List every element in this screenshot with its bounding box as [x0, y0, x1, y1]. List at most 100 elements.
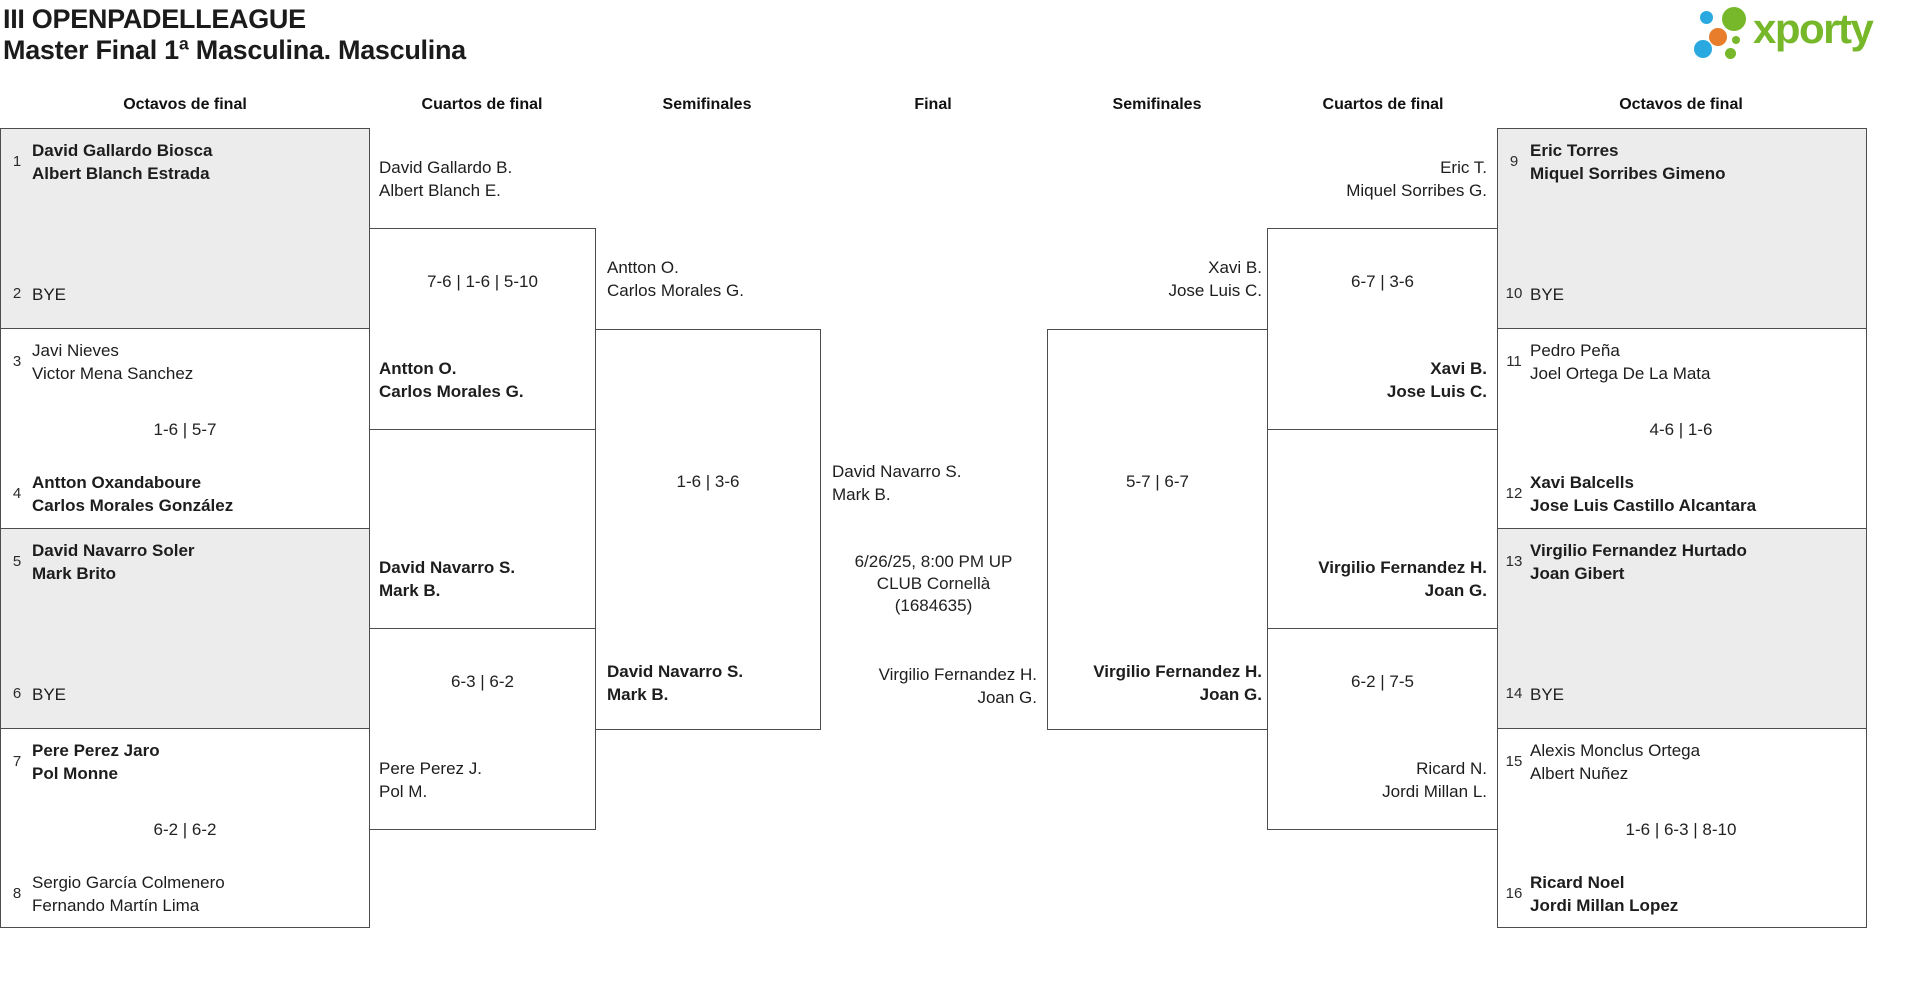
bye-match-background [1498, 129, 1866, 328]
player-name: Xavi B. [1208, 258, 1262, 277]
player-name: Jose Luis C. [1386, 382, 1487, 401]
seed-number: 4 [12, 485, 22, 502]
seed-number: 3 [12, 353, 22, 370]
octavos-right-column [1497, 128, 1867, 928]
logo-dot-icon [1725, 48, 1736, 59]
player-name: Pere Perez Jaro [32, 741, 160, 760]
seed-number: 1 [12, 153, 22, 170]
team-slot: Eric Torres Miquel Sorribes Gimeno [1530, 139, 1726, 185]
round-header-final: Final [914, 96, 952, 113]
team-slot: Virgilio Fernandez H. Joan G. [1240, 556, 1487, 602]
seed-number: 8 [12, 885, 22, 902]
player-name: Sergio García Colmenero [32, 873, 225, 892]
player-name: Eric T. [1440, 158, 1487, 177]
player-name: David Gallardo Biosca [32, 141, 213, 160]
octavos-left-column [0, 128, 370, 928]
match-semifinal-left[interactable] [595, 329, 821, 730]
player-name: Joan Gibert [1530, 564, 1625, 583]
player-name: Ricard Noel [1530, 873, 1625, 892]
team-slot: Virgilio Fernandez H. Joan G. [830, 663, 1037, 709]
player-name: David Navarro S. [607, 662, 744, 681]
team-slot: David Navarro S. Mark B. [832, 460, 961, 506]
tournament-title: III OPENPADELLEAGUE Master Final 1ª Masc… [3, 4, 466, 66]
bye-match-background [1, 129, 369, 328]
team-slot: David Gallardo B. Albert Blanch E. [379, 156, 512, 202]
match-divider [1498, 528, 1866, 529]
team-slot: Virgilio Fernandez H. Joan G. [1012, 660, 1262, 706]
player-name: Pol M. [379, 782, 428, 801]
logo-dot-icon [1722, 7, 1746, 31]
player-name: Joan G. [1424, 581, 1487, 600]
seed-number: 15 [1505, 753, 1523, 770]
match-score: 6-3 | 6-2 [450, 672, 514, 691]
match-score: 4-6 | 1-6 [1649, 420, 1713, 439]
team-slot: Xavi B. Jose Luis C. [1012, 256, 1262, 302]
seed-number: 5 [12, 553, 22, 570]
team-slot: Ricard Noel Jordi Millan Lopez [1530, 871, 1678, 917]
team-slot: Xavi Balcells Jose Luis Castillo Alcanta… [1530, 471, 1756, 517]
team-slot: Ricard N. Jordi Millan L. [1240, 757, 1487, 803]
team-slot: Pedro Peña Joel Ortega De La Mata [1530, 339, 1710, 385]
match-divider [1, 728, 369, 729]
logo-dot-icon [1709, 28, 1727, 46]
player-name: Albert Blanch E. [379, 181, 501, 200]
final-schedule: 6/26/25, 8:00 PM UP CLUB Cornellà (16846… [830, 551, 1037, 617]
team-slot: David Navarro S. Mark B. [607, 660, 743, 706]
logo-dot-icon [1694, 40, 1712, 58]
match-divider [1498, 328, 1866, 329]
seed-number: 12 [1505, 485, 1523, 502]
player-name: Mark Brito [32, 564, 117, 583]
player-name: Antton Oxandaboure [32, 473, 202, 492]
bye-match-background [1498, 529, 1866, 728]
player-name: Antton O. [607, 258, 679, 277]
round-header-octavos-right: Octavos de final [1619, 96, 1743, 113]
player-name: Jose Luis C. [1168, 281, 1262, 300]
seed-number: 16 [1505, 885, 1523, 902]
seed-number: 10 [1505, 285, 1523, 302]
player-name: David Gallardo B. [379, 158, 513, 177]
bye-label: BYE [32, 285, 67, 304]
final-match-id: (1684635) [894, 596, 973, 615]
player-name: Mark B. [379, 581, 441, 600]
final-venue: CLUB Cornellà [876, 574, 991, 593]
match-semifinal-right[interactable] [1047, 329, 1268, 730]
team-slot: Virgilio Fernandez Hurtado Joan Gibert [1530, 539, 1747, 585]
match-divider [1, 328, 369, 329]
team-slot: Antton Oxandaboure Carlos Morales Gonzál… [32, 471, 233, 517]
player-name: Mark B. [607, 685, 669, 704]
round-header-semis-right: Semifinales [1112, 96, 1202, 113]
player-name: Carlos Morales G. [607, 281, 744, 300]
round-header-semis-left: Semifinales [662, 96, 752, 113]
player-name: Ricard N. [1416, 759, 1487, 778]
player-name: Eric Torres [1530, 141, 1619, 160]
player-name: Joan G. [1199, 685, 1262, 704]
team-slot: Javi Nieves Victor Mena Sanchez [32, 339, 193, 385]
match-score: 5-7 | 6-7 [1125, 472, 1189, 491]
player-name: David Navarro Soler [32, 541, 195, 560]
player-name: Albert Nuñez [1530, 764, 1629, 783]
bye-match-background [1, 529, 369, 728]
match-score: 1-6 | 3-6 [676, 472, 740, 491]
team-slot: Alexis Monclus Ortega Albert Nuñez [1530, 739, 1700, 785]
final-date-time: 6/26/25, 8:00 PM UP [854, 552, 1013, 571]
match-score: 7-6 | 1-6 | 5-10 [427, 272, 538, 291]
match-score: 1-6 | 5-7 [153, 420, 217, 439]
round-header-cuartos-left: Cuartos de final [421, 96, 543, 113]
match-score: 6-2 | 6-2 [153, 820, 217, 839]
player-name: Joan G. [977, 688, 1037, 707]
team-slot: Antton O. Carlos Morales G. [379, 357, 524, 403]
player-name: Virgilio Fernandez H. [1093, 662, 1262, 681]
team-slot: David Navarro Soler Mark Brito [32, 539, 195, 585]
team-slot: Eric T. Miquel Sorribes G. [1240, 156, 1487, 202]
player-name: Joel Ortega De La Mata [1530, 364, 1711, 383]
player-name: Miquel Sorribes G. [1346, 181, 1487, 200]
player-name: Alexis Monclus Ortega [1530, 741, 1701, 760]
team-slot: David Gallardo Biosca Albert Blanch Estr… [32, 139, 212, 185]
player-name: Virgilio Fernandez Hurtado [1530, 541, 1747, 560]
logo-dot-icon [1700, 11, 1713, 24]
category-name: Master Final 1ª Masculina. Masculina [3, 35, 466, 65]
match-score: 1-6 | 6-3 | 8-10 [1625, 820, 1737, 839]
player-name: Pol Monne [32, 764, 118, 783]
logo-wordmark: xporty [1753, 5, 1874, 52]
player-name: David Navarro S. [832, 462, 962, 481]
